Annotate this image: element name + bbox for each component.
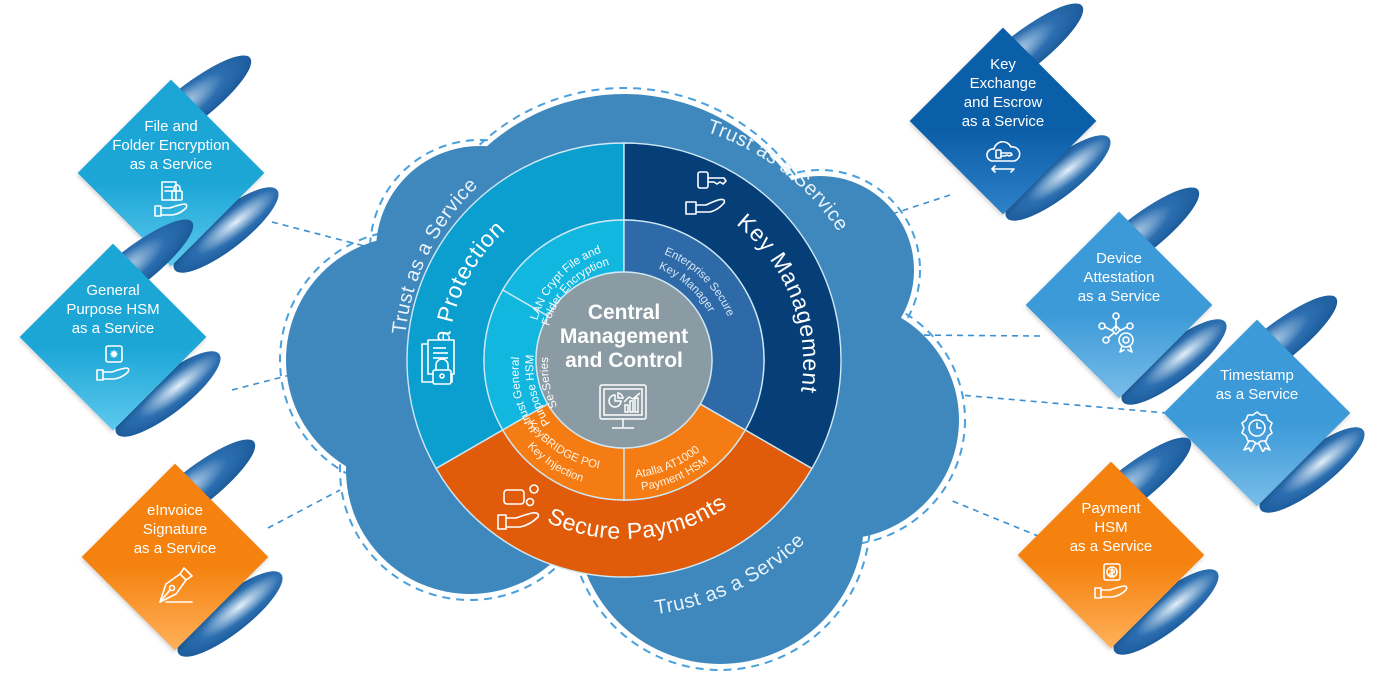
connector-key-exchange [879, 194, 951, 219]
service-tile[interactable]: General Purpose HSM as a Service [18, 206, 231, 449]
connector-general-hsm [231, 374, 291, 391]
service-label: Timestamp as a Service [1215, 367, 1299, 403]
network-badge-icon [1098, 311, 1140, 354]
service-label: General Purpose HSM as a Service [66, 281, 160, 337]
center-title-line-3: and Control [565, 349, 683, 372]
service-tile[interactable]: File and Folder Encryption as a Service [76, 42, 289, 285]
service-tile[interactable]: Timestamp as a Service [1162, 282, 1375, 525]
cloud-key-exchange-icon [982, 137, 1024, 179]
payment-hand-icon [497, 484, 540, 530]
service-tile[interactable]: Key Exchange and Escrow as a Service [908, 0, 1121, 233]
monitor-analytics-icon [599, 384, 647, 429]
connector-timestamp [959, 394, 1191, 416]
center-hub[interactable]: Central Management and Control [560, 301, 688, 429]
service-tile[interactable]: eInvoice Signature as a Service [80, 426, 293, 669]
document-lock-hand-icon [150, 180, 192, 222]
service-label: Payment HSM as a Service [1069, 499, 1153, 555]
key-hand-icon [685, 171, 727, 215]
service-label: Device Attestation as a Service [1077, 249, 1161, 305]
center-title-line-2: Management [560, 325, 688, 348]
connector-lines [231, 194, 1191, 546]
safe-hand-icon [92, 344, 134, 386]
payment-safe-hand-icon [1090, 562, 1132, 604]
pen-nib-icon [154, 564, 196, 606]
center-circle[interactable] [535, 271, 713, 449]
connector-file-folder [271, 221, 373, 249]
service-label: Key Exchange and Escrow as a Service [961, 56, 1045, 130]
center-title-line-1: Central [588, 301, 660, 324]
folder-lock-icon [421, 339, 455, 385]
service-tile[interactable]: Payment HSM as a Service [1016, 424, 1229, 667]
connector-payment-hsm [949, 499, 1061, 546]
service-label: File and Folder Encryption as a Service [112, 117, 230, 173]
clock-award-icon [1236, 410, 1278, 453]
solution-wheel [406, 142, 842, 578]
service-tile[interactable]: Device Attestation as a Service [1024, 174, 1237, 417]
connector-einvoice [267, 489, 341, 529]
connector-device-attestation [909, 334, 1041, 337]
service-label: eInvoice Signature as a Service [133, 501, 217, 557]
